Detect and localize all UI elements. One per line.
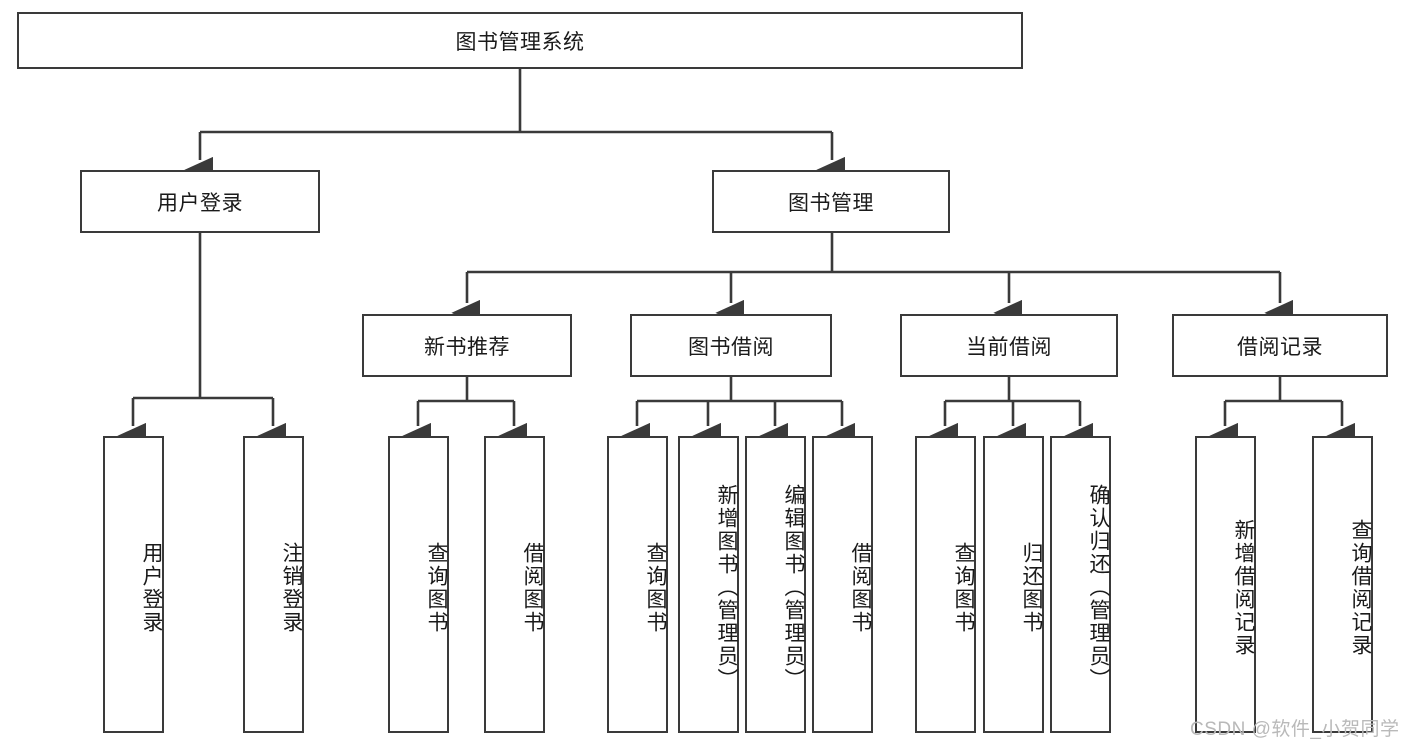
leaf-records-add-record[interactable]: 新增借阅记录: [1195, 436, 1256, 733]
leaf-borrow-borrow-books[interactable]: 借阅图书: [812, 436, 873, 733]
node-label: 借阅图书: [849, 541, 872, 634]
node-label: 图书管理系统: [455, 30, 585, 54]
node-label: 用户登录: [140, 541, 163, 634]
node-label: 归还图书: [1020, 541, 1043, 634]
leaf-borrow-add-book-admin[interactable]: 新增图书（管理员）: [678, 436, 739, 733]
node-label: 借阅记录: [1237, 335, 1323, 359]
node-root-book-management-system[interactable]: 图书管理系统: [17, 12, 1023, 69]
node-book-borrowing[interactable]: 图书借阅: [630, 314, 832, 377]
node-label: 查询借阅记录: [1349, 518, 1372, 657]
leaf-current-query-books[interactable]: 查询图书: [915, 436, 976, 733]
leaf-newbook-borrow-books[interactable]: 借阅图书: [484, 436, 545, 733]
node-label: 查询图书: [644, 541, 667, 634]
node-new-book-recommendation[interactable]: 新书推荐: [362, 314, 572, 377]
watermark: CSDN @软件_小贺同学: [1190, 719, 1400, 740]
node-user-login[interactable]: 用户登录: [80, 170, 320, 233]
leaf-records-query-record[interactable]: 查询借阅记录: [1312, 436, 1373, 733]
node-label: 注销登录: [280, 541, 303, 634]
leaf-current-confirm-return-admin[interactable]: 确认归还（管理员）: [1050, 436, 1111, 733]
leaf-current-return-books[interactable]: 归还图书: [983, 436, 1044, 733]
node-label: 图书借阅: [688, 335, 774, 359]
node-label: 编辑图书（管理员）: [782, 484, 805, 691]
leaf-borrow-edit-book-admin[interactable]: 编辑图书（管理员）: [745, 436, 806, 733]
node-borrow-records[interactable]: 借阅记录: [1172, 314, 1388, 377]
node-label: 用户登录: [157, 191, 243, 215]
leaf-logout[interactable]: 注销登录: [243, 436, 304, 733]
node-label: 新书推荐: [424, 335, 510, 359]
node-label: 查询图书: [425, 541, 448, 634]
leaf-user-login[interactable]: 用户登录: [103, 436, 164, 733]
node-label: 新增图书（管理员）: [715, 484, 738, 691]
leaf-borrow-query-books[interactable]: 查询图书: [607, 436, 668, 733]
node-label: 确认归还（管理员）: [1087, 484, 1110, 691]
node-label: 图书管理: [788, 191, 874, 215]
node-book-management[interactable]: 图书管理: [712, 170, 950, 233]
node-label: 当前借阅: [966, 335, 1052, 359]
node-current-borrowing[interactable]: 当前借阅: [900, 314, 1118, 377]
leaf-newbook-query-books[interactable]: 查询图书: [388, 436, 449, 733]
node-label: 新增借阅记录: [1232, 518, 1255, 657]
node-label: 借阅图书: [521, 541, 544, 634]
node-label: 查询图书: [952, 541, 975, 634]
